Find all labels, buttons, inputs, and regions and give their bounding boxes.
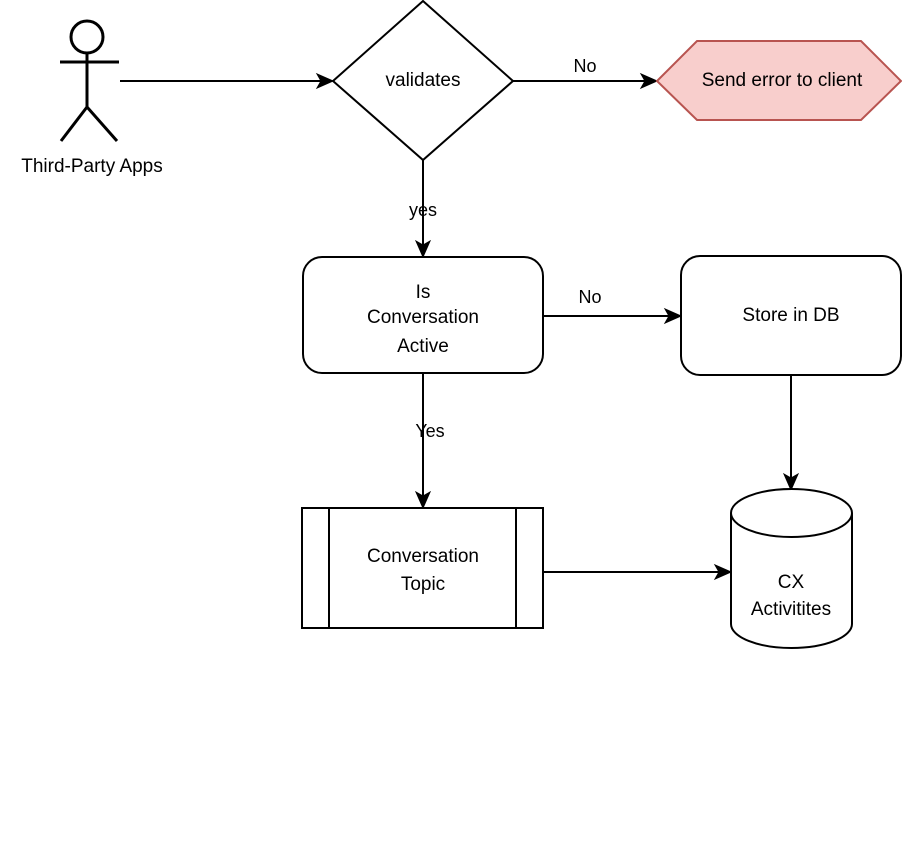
- node-store-in-db[interactable]: Store in DB: [680, 255, 902, 376]
- node-actor-third-party-apps[interactable]: Third-Party Apps: [21, 19, 163, 177]
- actor-head-icon: [69, 19, 105, 55]
- send-error-hexagon-shape: [655, 40, 902, 121]
- conversation-topic-label-line2: Topic: [401, 574, 445, 595]
- edge-label-yes-validates: yes: [409, 200, 437, 220]
- actor-label: Third-Party Apps: [21, 156, 163, 177]
- actor-right-leg-icon: [85, 106, 119, 142]
- edge-label-yes-is-active: Yes: [415, 421, 444, 441]
- edge-validates-to-send-error[interactable]: No: [513, 56, 659, 90]
- node-cx-activities[interactable]: CX Activitites: [730, 488, 853, 649]
- is-conversation-active-label-line1: Is: [416, 282, 431, 303]
- cx-activities-label-line2: Activitites: [751, 599, 831, 620]
- edge-is-active-to-store-db[interactable]: No: [543, 287, 683, 325]
- conversation-topic-label-line1: Conversation: [367, 546, 479, 567]
- cx-activities-label-line1: CX: [778, 572, 805, 593]
- cx-activities-cylinder-top: [730, 512, 853, 538]
- node-is-conversation-active[interactable]: Is Conversation Active: [302, 256, 544, 374]
- node-validates[interactable]: validates: [331, 0, 515, 162]
- edge-label-no-validates: No: [573, 56, 596, 76]
- cx-activities-cylinder-body: [730, 488, 853, 649]
- validates-label: validates: [386, 70, 461, 91]
- edge-validates-to-is-active[interactable]: yes: [409, 160, 437, 259]
- edge-actor-to-validates[interactable]: [120, 72, 335, 90]
- is-conversation-active-label-line2: Conversation: [367, 307, 479, 328]
- send-error-label: Send error to client: [702, 70, 863, 91]
- edge-label-no-is-active: No: [578, 287, 601, 307]
- validates-diamond-shape: [331, 0, 515, 162]
- is-conversation-active-label-line3: Active: [397, 336, 449, 357]
- store-in-db-shape: [680, 255, 902, 376]
- edge-is-active-to-topic[interactable]: Yes: [414, 373, 445, 510]
- is-conversation-active-shape: [302, 256, 544, 374]
- node-send-error-to-client[interactable]: Send error to client: [655, 40, 902, 121]
- edge-store-db-to-cx[interactable]: [782, 375, 800, 492]
- conversation-topic-shape: [301, 507, 544, 629]
- store-in-db-label: Store in DB: [742, 305, 839, 326]
- actor-left-leg-icon: [59, 106, 89, 142]
- edge-topic-to-cx[interactable]: [543, 563, 733, 581]
- node-conversation-topic[interactable]: Conversation Topic: [301, 507, 544, 629]
